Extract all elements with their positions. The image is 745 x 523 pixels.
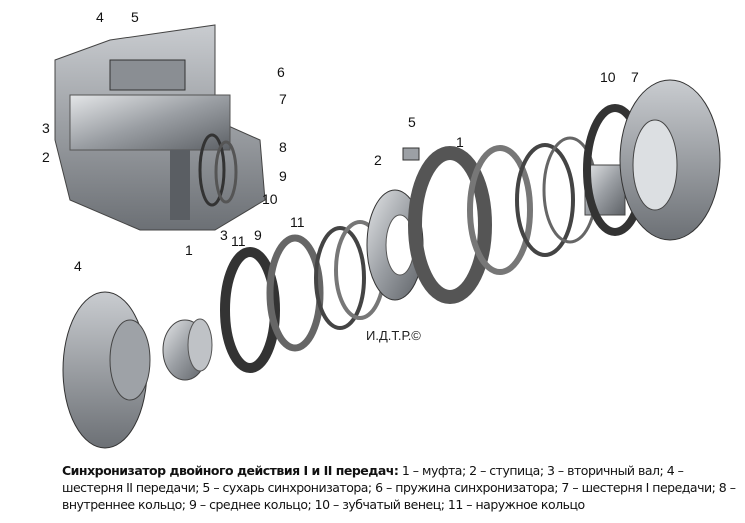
label: 7 — [631, 69, 639, 85]
caption-text: 1 – муфта; 2 – ступица; 3 – вторичный ва… — [62, 463, 736, 512]
sleeve — [408, 136, 598, 304]
label: 1 — [185, 242, 193, 258]
synchronizer-assembly-cutaway — [54, 24, 266, 231]
label: 1 — [456, 134, 464, 150]
label: 5 — [131, 9, 139, 25]
label: 9 — [254, 227, 262, 243]
gear-2nd-gear — [62, 291, 151, 449]
figure-caption: Синхронизатор двойного действия I и II п… — [62, 462, 742, 513]
label: 6 — [277, 64, 285, 80]
caption-title: Синхронизатор двойного действия I и II п… — [62, 463, 399, 478]
label: 8 — [279, 139, 287, 155]
needle-bearing — [162, 318, 213, 381]
label: 2 — [42, 149, 50, 165]
watermark: И.Д.Т.Р.© — [366, 328, 421, 343]
synchronizer-rings — [220, 220, 386, 373]
synchronizer-key — [402, 147, 420, 161]
gear-1st-gear — [583, 79, 721, 241]
label: 2 — [374, 152, 382, 168]
label: 10 — [600, 69, 616, 85]
label: 5 — [408, 114, 416, 130]
label: 9 — [279, 168, 287, 184]
label: 4 — [74, 258, 82, 274]
exploded-view-illustration: 4 5 6 7 3 2 8 9 10 1 3 11 9 10 7 5 1 2 1… — [42, 9, 721, 449]
label: 11 — [290, 214, 305, 230]
label: 3 — [220, 227, 228, 243]
label: 4 — [96, 9, 104, 25]
label: 3 — [42, 120, 50, 136]
label: 11 — [231, 233, 246, 249]
label: 7 — [279, 91, 287, 107]
callout-labels: 4 5 6 7 3 2 8 9 10 1 3 11 9 10 7 5 1 2 1… — [42, 9, 639, 274]
label: 10 — [262, 191, 278, 207]
